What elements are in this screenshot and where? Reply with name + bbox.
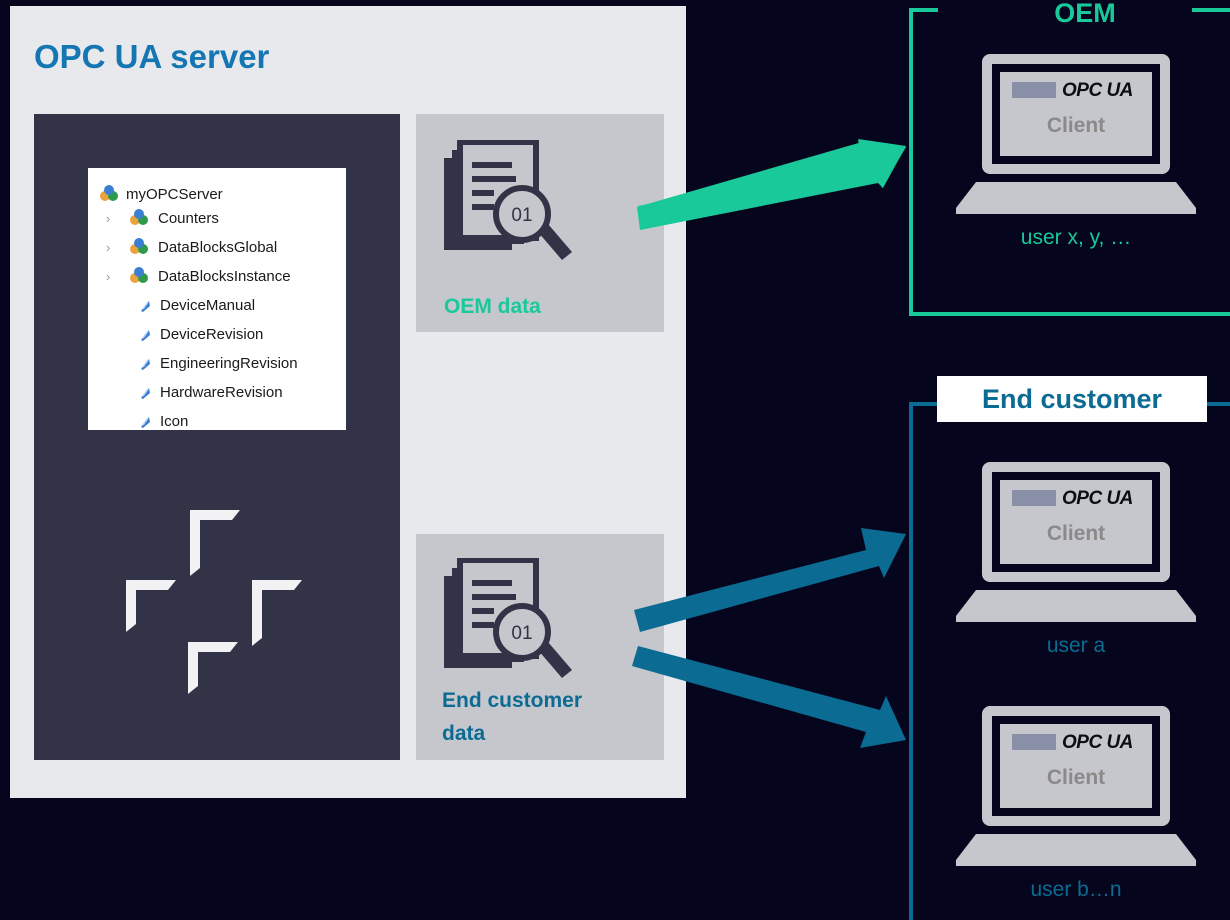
tree-item[interactable]: Icon — [138, 409, 188, 430]
oem-group-frame — [909, 8, 1230, 316]
oem-arrow-head — [638, 140, 906, 229]
laptop-icon — [956, 462, 1196, 622]
address-space-tree: myOPCServer › Counters › DataBlocksGlobal › D… — [88, 168, 346, 430]
tree-item[interactable]: DeviceRevision — [138, 322, 263, 346]
client-label: Client — [1046, 766, 1106, 789]
client-label: Client — [1046, 522, 1106, 545]
tree-item[interactable]: EngineeringRevision — [138, 351, 298, 375]
tree-item[interactable]: › DataBlocksInstance — [106, 264, 291, 288]
doc-badge-text: 01 — [511, 205, 532, 226]
tree-item-label: DataBlocksGlobal — [158, 238, 278, 256]
end-customer-arrow-a — [634, 528, 906, 632]
user-label: user b…n — [1030, 878, 1122, 901]
property-node-icon — [141, 388, 150, 399]
doc-badge-text: 01 — [511, 623, 532, 644]
tree-root-label: myOPCServer — [126, 185, 223, 203]
property-node-icon — [141, 301, 150, 312]
folder-node-icon — [130, 267, 148, 283]
property-node-icon — [141, 359, 150, 370]
laptop-icon — [956, 706, 1196, 866]
tree-item-label: DataBlocksInstance — [158, 267, 291, 285]
tree-item[interactable]: › Counters — [106, 206, 219, 230]
chevron-right-icon[interactable]: › — [106, 210, 111, 226]
server-title: OPC UA server — [34, 38, 270, 75]
opc-logo-mark — [1012, 490, 1056, 506]
end-customer-group-title: End customer — [937, 376, 1207, 422]
tree-item-label: DeviceManual — [160, 296, 256, 314]
end-customer-data-label: End customer data — [442, 684, 582, 750]
folder-node-icon — [130, 238, 148, 254]
tree-item-label: HardwareRevision — [160, 383, 283, 401]
end-customer-arrow-b — [632, 646, 906, 748]
opc-ua-client-laptop: OPC UA Client user x, y, … — [956, 48, 1196, 258]
tree-item[interactable]: DeviceManual — [138, 293, 255, 317]
laptop-icon — [956, 54, 1196, 214]
property-node-icon — [141, 417, 150, 428]
end-customer-data-label-line2: data — [442, 722, 486, 745]
tree-item-label: EngineeringRevision — [160, 354, 298, 372]
user-label: user x, y, … — [1020, 226, 1132, 249]
opc-ua-brand: OPC UA — [1062, 488, 1133, 509]
user-label: user a — [1046, 634, 1106, 657]
document-search-icon: 01 — [444, 140, 572, 260]
opc-ua-brand: OPC UA — [1062, 80, 1133, 101]
tree-item-label: Counters — [158, 209, 219, 227]
oem-data-label: OEM data — [444, 295, 541, 318]
end-customer-data-box: 01 End customer data — [416, 534, 664, 760]
tree-root-node[interactable]: myOPCServer — [98, 182, 223, 206]
tree-item-label: Icon — [160, 412, 189, 430]
tree-item[interactable]: › DataBlocksGlobal — [106, 235, 277, 259]
end-customer-group-frame — [909, 402, 938, 920]
opc-ua-brand: OPC UA — [1062, 732, 1133, 753]
end-customer-data-label-line1: End customer — [442, 689, 583, 712]
tree-item-label: DeviceRevision — [160, 325, 264, 343]
opc-logo-mark — [1012, 82, 1056, 98]
document-search-icon: 01 — [444, 558, 572, 678]
opc-ua-client-laptop: OPC UA Client user b…n — [956, 700, 1196, 910]
corner-brackets-logo — [126, 510, 302, 694]
server-node-icon — [100, 185, 118, 201]
client-label: Client — [1046, 114, 1106, 137]
opc-logo-mark — [1012, 734, 1056, 750]
tree-item[interactable]: HardwareRevision — [138, 380, 283, 404]
opc-ua-client-laptop: OPC UA Client user a — [956, 456, 1196, 666]
property-node-icon — [141, 330, 150, 341]
chevron-right-icon[interactable]: › — [106, 239, 111, 255]
folder-node-icon — [130, 209, 148, 225]
oem-data-box: 01 OEM data — [416, 114, 664, 332]
oem-group-title: OEM — [1054, 0, 1116, 28]
chevron-right-icon[interactable]: › — [106, 268, 111, 284]
